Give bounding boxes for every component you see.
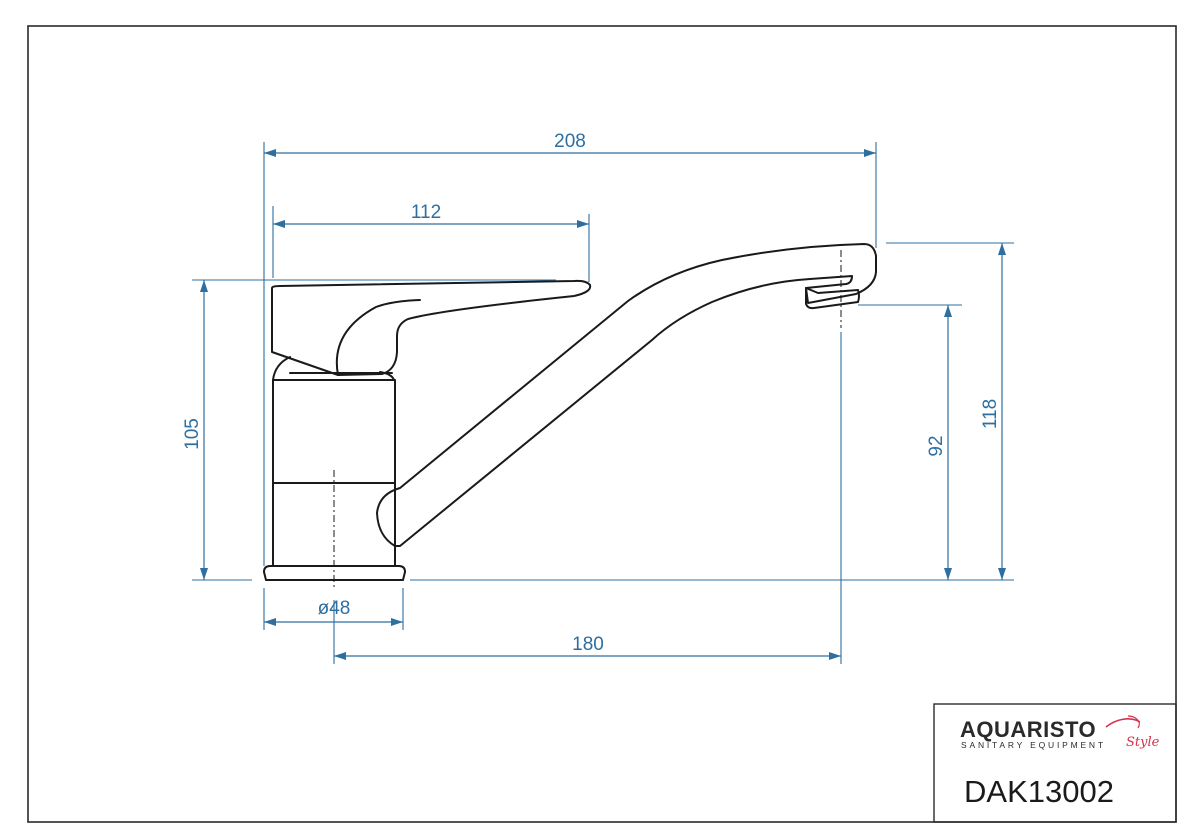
dim-label-180: 180: [572, 634, 604, 655]
logo-swoosh: [1105, 718, 1141, 728]
title-block: AQUARISTO SANITARY EQUIPMENT Style DAK13…: [933, 703, 1177, 823]
lever-handle: [271, 279, 592, 376]
cartridge-neck: [272, 356, 395, 381]
dim-label-48: ø48: [318, 598, 351, 619]
svg-text:AQUARISTO: AQUARISTO: [960, 717, 1096, 742]
logo-swoosh-tail: [1127, 715, 1140, 729]
dim-label-112: 112: [411, 202, 441, 223]
dim-label-92: 92: [926, 435, 947, 456]
logo-tagline: SANITARY EQUIPMENT: [961, 740, 1106, 750]
dimension-labels: 208 112 105 92 118 ø48 180: [182, 131, 1001, 655]
body-cylinder: [272, 379, 396, 567]
logo-script: Style: [1126, 735, 1160, 750]
dim-label-105: 105: [182, 418, 203, 450]
faucet-outline: [263, 243, 877, 581]
logo-brand-name: AQUARISTO: [960, 717, 1096, 742]
dim-label-118: 118: [980, 399, 1001, 429]
title-block-border: [933, 703, 1177, 823]
center-lines: [333, 250, 842, 590]
product-code: DAK13002: [964, 774, 1114, 809]
extension-lines: [192, 142, 1014, 664]
lever-inner-curve: [335, 299, 421, 376]
spout: [376, 243, 877, 547]
base-plate: [263, 565, 406, 581]
brand-logo: AQUARISTO SANITARY EQUIPMENT Style: [960, 715, 1160, 750]
drawing-frame: [27, 25, 1177, 823]
dim-label-208: 208: [554, 131, 586, 152]
spout-aerator: [805, 287, 860, 310]
dimension-lines: [200, 149, 1006, 660]
